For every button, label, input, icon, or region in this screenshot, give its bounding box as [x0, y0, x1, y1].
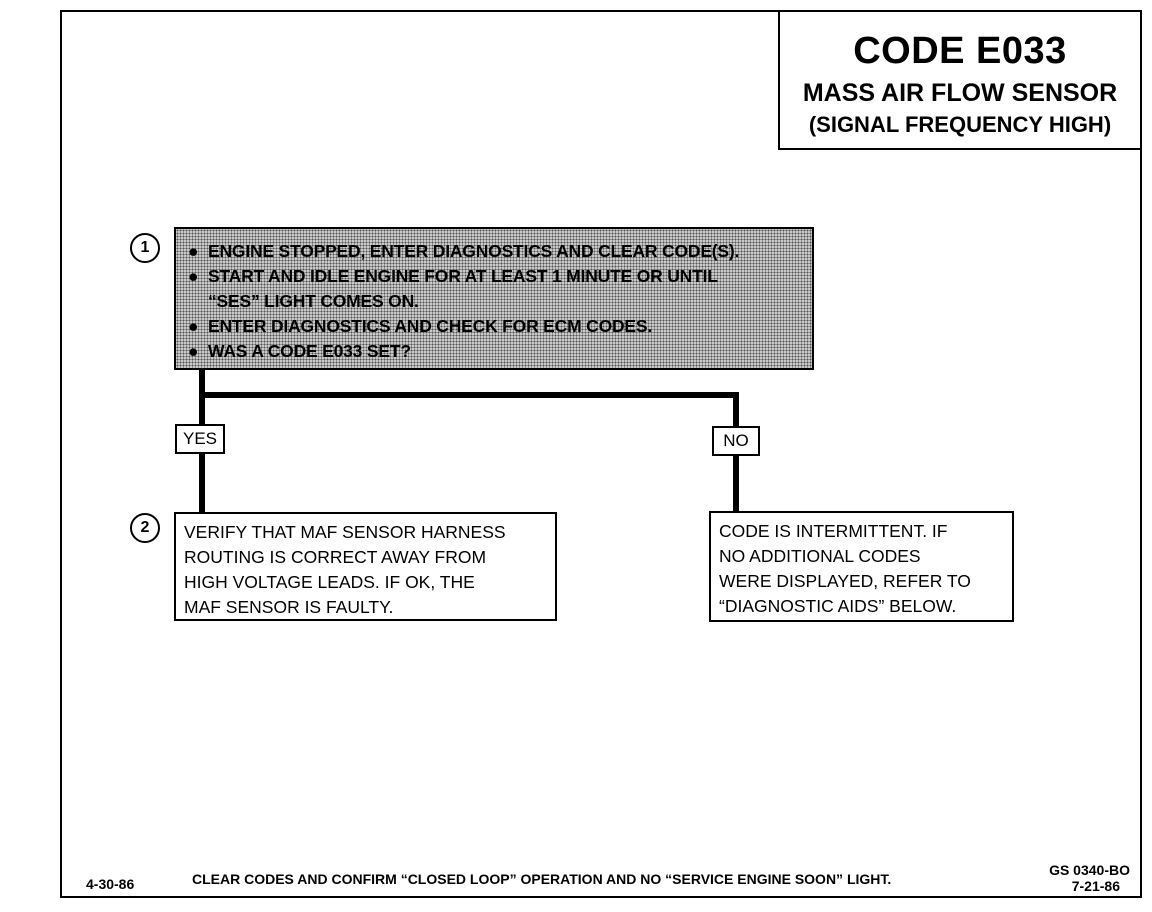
- no-label: NO: [712, 426, 760, 456]
- footer-date-left: 4-30-86: [86, 876, 135, 892]
- condition-subtitle: (SIGNAL FREQUENCY HIGH): [808, 112, 1112, 137]
- connector-line: [733, 456, 739, 512]
- connector-line: [199, 370, 205, 428]
- bullet-icon: ●: [188, 241, 199, 261]
- code-title: CODE E033: [853, 30, 1067, 72]
- bullet-icon: ●: [188, 341, 199, 361]
- bullet-icon: ●: [188, 266, 199, 286]
- step-2-marker: 2: [130, 513, 160, 543]
- connector-line: [733, 392, 739, 426]
- step-1-box: ●ENGINE STOPPED, ENTER DIAGNOSTICS AND C…: [174, 227, 814, 370]
- footer-instruction: CLEAR CODES AND CONFIRM “CLOSED LOOP” OP…: [192, 871, 892, 887]
- footer-doc-id: GS 0340-BO: [1049, 862, 1130, 878]
- title-block: CODE E033 MASS AIR FLOW SENSOR (SIGNAL F…: [778, 10, 1142, 150]
- step-1-bullet: ●ENTER DIAGNOSTICS AND CHECK FOR ECM COD…: [186, 314, 812, 339]
- connector-line: [199, 392, 739, 398]
- step-1-marker: 1: [130, 233, 160, 263]
- step-1-bullet: ●START AND IDLE ENGINE FOR AT LEAST 1 MI…: [188, 266, 718, 311]
- footer-date-right: 7-21-86: [1071, 878, 1120, 894]
- no-result-box: CODE IS INTERMITTENT. IF NO ADDITIONAL C…: [709, 511, 1014, 622]
- step-1-bullet: ●WAS A CODE E033 SET?: [186, 339, 812, 364]
- bullet-icon: ●: [188, 316, 199, 336]
- sensor-title: MASS AIR FLOW SENSOR: [802, 79, 1118, 107]
- step-1-bullet: ●ENGINE STOPPED, ENTER DIAGNOSTICS AND C…: [186, 239, 812, 264]
- step-2-box: VERIFY THAT MAF SENSOR HARNESS ROUTING I…: [174, 512, 557, 621]
- yes-label: YES: [175, 424, 225, 454]
- connector-line: [199, 454, 205, 512]
- page-frame: [60, 10, 1142, 898]
